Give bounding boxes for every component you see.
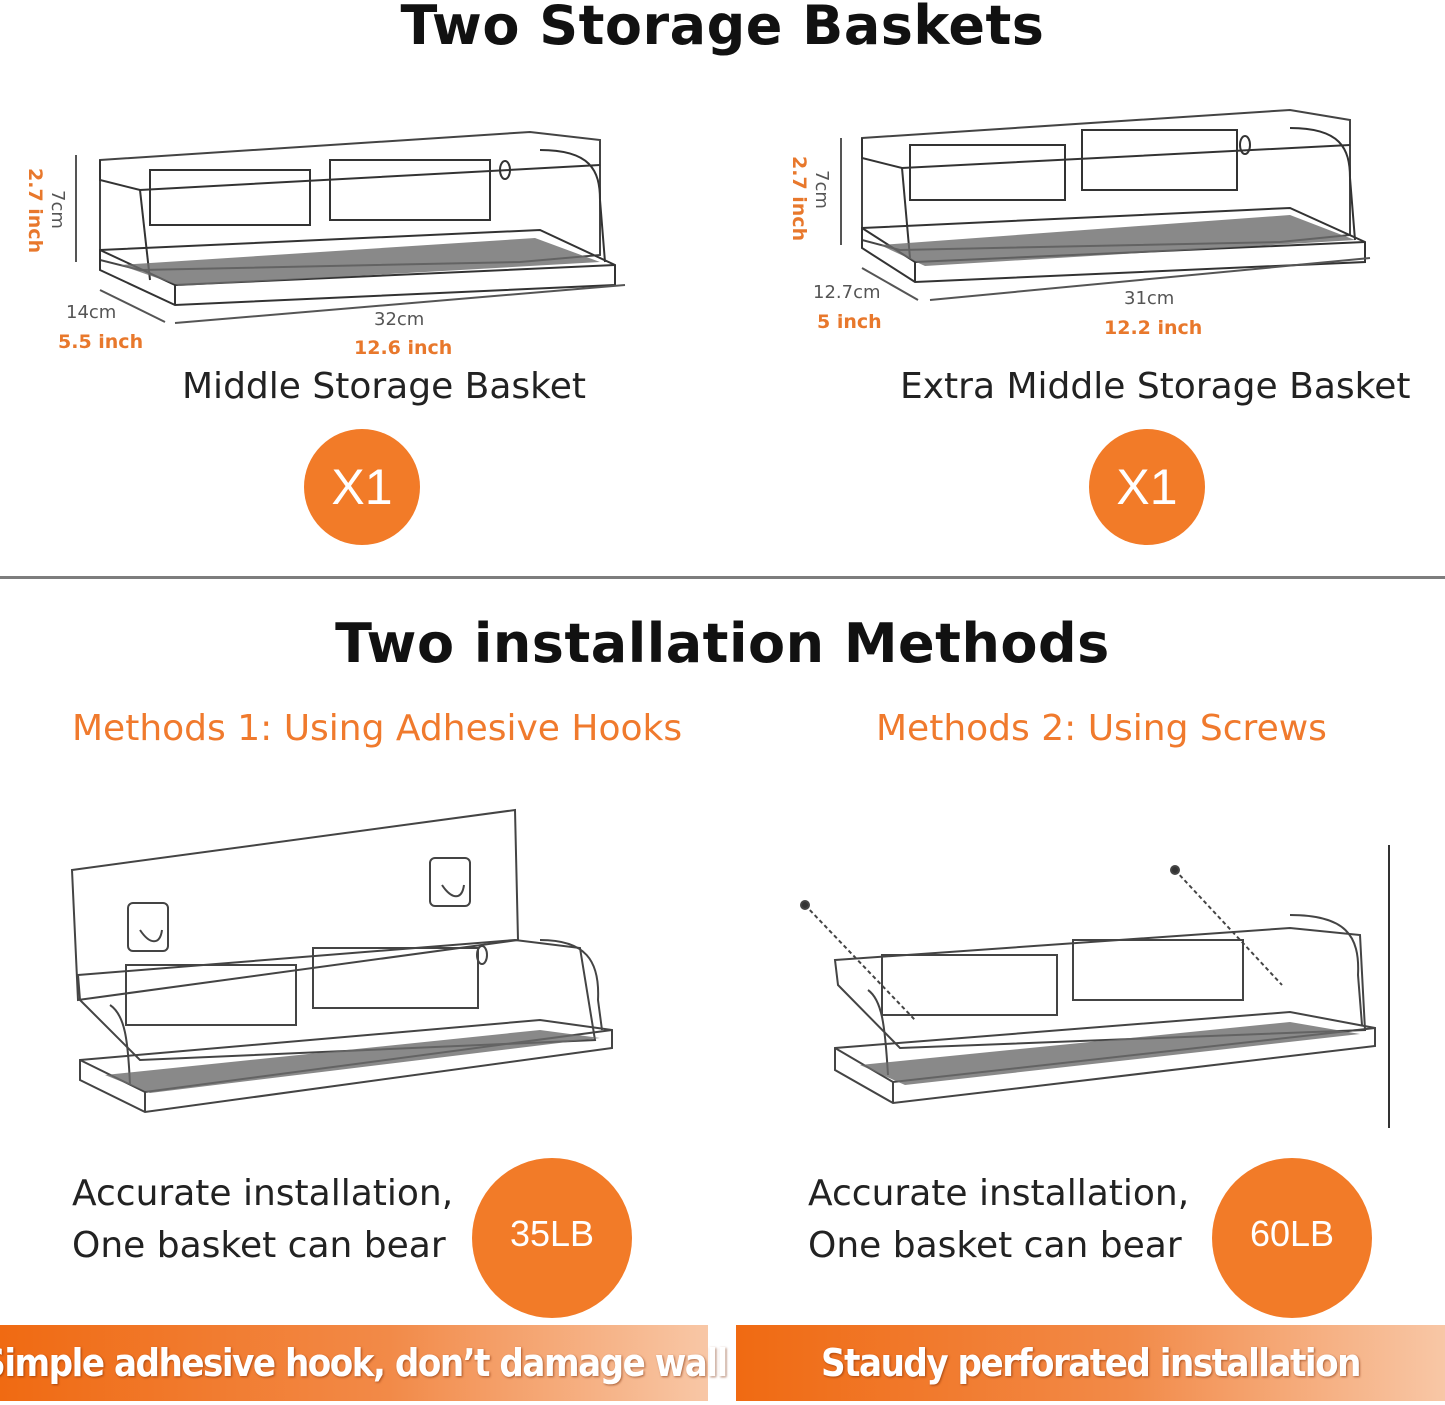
right-depth-in: 5 inch bbox=[817, 311, 882, 333]
method2-load: 60LB bbox=[1249, 1213, 1335, 1254]
extra-middle-basket-name: Extra Middle Storage Basket bbox=[900, 366, 1411, 407]
extra-middle-basket-drawing bbox=[840, 108, 1371, 301]
method2-line1: Accurate installation, bbox=[808, 1173, 1190, 1214]
method2-banner-text: Staudy perforated installation bbox=[821, 1341, 1361, 1385]
middle-basket-count-badge: X1 bbox=[304, 429, 420, 545]
method2-line2: One basket can bear bbox=[808, 1225, 1182, 1266]
left-width-in: 12.6 inch bbox=[354, 337, 453, 359]
method1-load-badge: 35LB bbox=[472, 1158, 632, 1318]
method1-heading: Methods 1: Using Adhesive Hooks bbox=[72, 708, 683, 749]
section-title-installation: Two installation Methods bbox=[335, 612, 1110, 675]
middle-basket-drawing bbox=[75, 130, 626, 324]
method1-text: Accurate installation, One basket can be… bbox=[72, 1168, 453, 1272]
method1-line1: Accurate installation, bbox=[72, 1173, 454, 1214]
method2-text: Accurate installation, One basket can be… bbox=[808, 1168, 1189, 1272]
right-depth-cm: 12.7cm bbox=[813, 282, 881, 303]
left-depth-in: 5.5 inch bbox=[58, 331, 144, 353]
left-width-cm: 32cm bbox=[374, 309, 425, 330]
method2-heading: Methods 2: Using Screws bbox=[876, 708, 1327, 749]
method2-banner: Staudy perforated installation bbox=[736, 1325, 1445, 1401]
right-width-in: 12.2 inch bbox=[1104, 317, 1203, 339]
method1-banner: Simple adhesive hook, don’t damage wall bbox=[0, 1325, 728, 1401]
section-divider bbox=[0, 576, 1445, 579]
section-title-baskets: Two Storage Baskets bbox=[400, 0, 1045, 57]
method1-banner-text: Simple adhesive hook, don’t damage wall bbox=[0, 1341, 728, 1385]
method1-line2: One basket can bear bbox=[72, 1225, 446, 1266]
extra-basket-count: X1 bbox=[1116, 459, 1178, 515]
middle-basket-name: Middle Storage Basket bbox=[182, 366, 586, 407]
extra-basket-count-badge: X1 bbox=[1089, 429, 1205, 545]
left-depth-cm: 14cm bbox=[66, 302, 117, 323]
right-width-cm: 31cm bbox=[1124, 288, 1175, 309]
method2-load-badge: 60LB bbox=[1212, 1158, 1372, 1318]
method1-load: 35LB bbox=[509, 1213, 595, 1254]
middle-basket-count: X1 bbox=[331, 459, 393, 515]
